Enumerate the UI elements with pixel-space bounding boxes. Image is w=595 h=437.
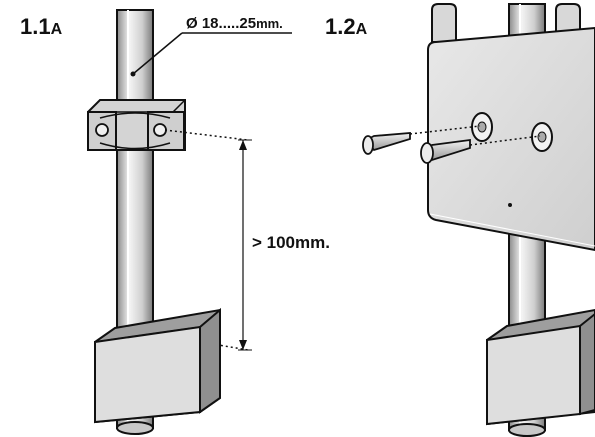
clamp-screw-icon [153,123,167,137]
alignment-guides [409,125,541,146]
diameter-callout: Ø 18.....25mm. [130,15,292,77]
step-label-1-1: 1.1A [20,14,63,39]
distance-dimension: > 100mm. [141,129,330,351]
diameter-label: Ø 18.....25mm. [186,15,283,32]
distance-label: > 100mm. [252,233,330,252]
step-label-1-2: 1.2A [325,14,368,39]
clamp-screw-icon [95,123,109,137]
base-block [94,307,221,424]
figure-1-1a: 1.1A Ø 18.....25mm. [20,9,330,435]
base-block [486,308,595,426]
screw-icon [362,132,411,155]
pole-clamp [87,99,186,151]
figure-1-2a: 1.2A [325,3,595,437]
screw-icon [420,138,471,164]
